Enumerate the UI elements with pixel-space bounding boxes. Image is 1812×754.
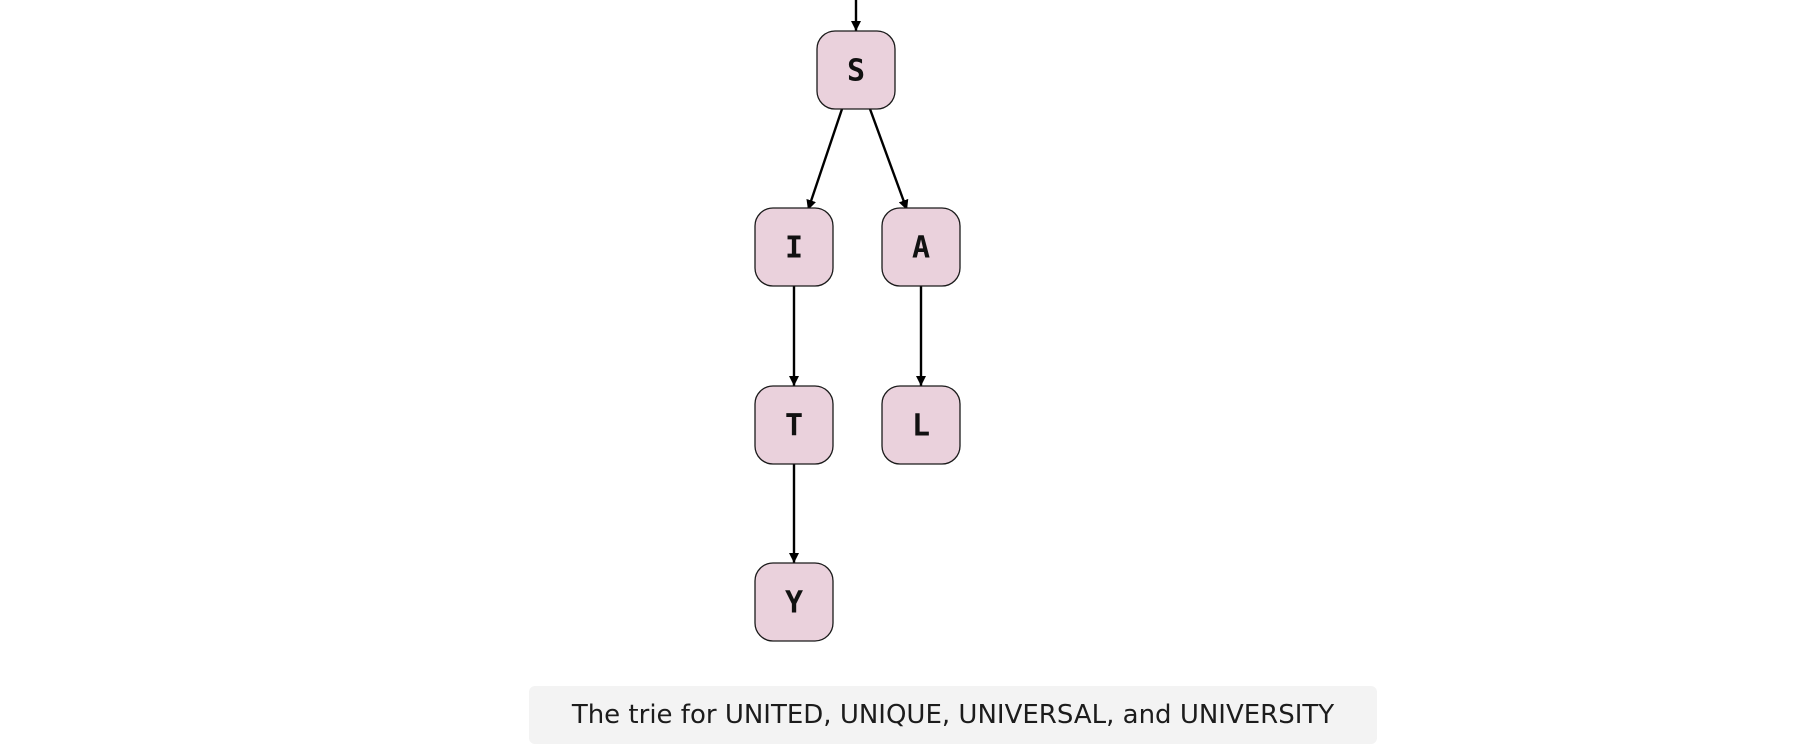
- trie-node-a: A: [881, 207, 961, 287]
- edge-s-a: [868, 108, 909, 211]
- edge-s-i: [806, 108, 844, 211]
- trie-node-t: T: [754, 385, 834, 465]
- node-box: [881, 207, 961, 287]
- node-label: T: [785, 409, 803, 444]
- trie-node-y: Y: [754, 562, 834, 642]
- figure-caption: The trie for UNITED, UNIQUE, UNIVERSAL, …: [529, 686, 1377, 744]
- node-label: L: [912, 409, 930, 444]
- node-label: A: [912, 231, 930, 266]
- node-box: [881, 385, 961, 465]
- nodes-layer: S I A T L Y: [754, 30, 961, 642]
- trie-node-l: L: [881, 385, 961, 465]
- node-box: [754, 562, 834, 642]
- node-label: S: [847, 54, 865, 89]
- node-label: Y: [785, 586, 803, 621]
- trie-node-i: I: [754, 207, 834, 287]
- edges-layer: [789, 0, 926, 563]
- node-label: I: [785, 231, 803, 266]
- node-box: [816, 30, 896, 110]
- node-box: [754, 385, 834, 465]
- node-box: [754, 207, 834, 287]
- trie-node-s: S: [816, 30, 896, 110]
